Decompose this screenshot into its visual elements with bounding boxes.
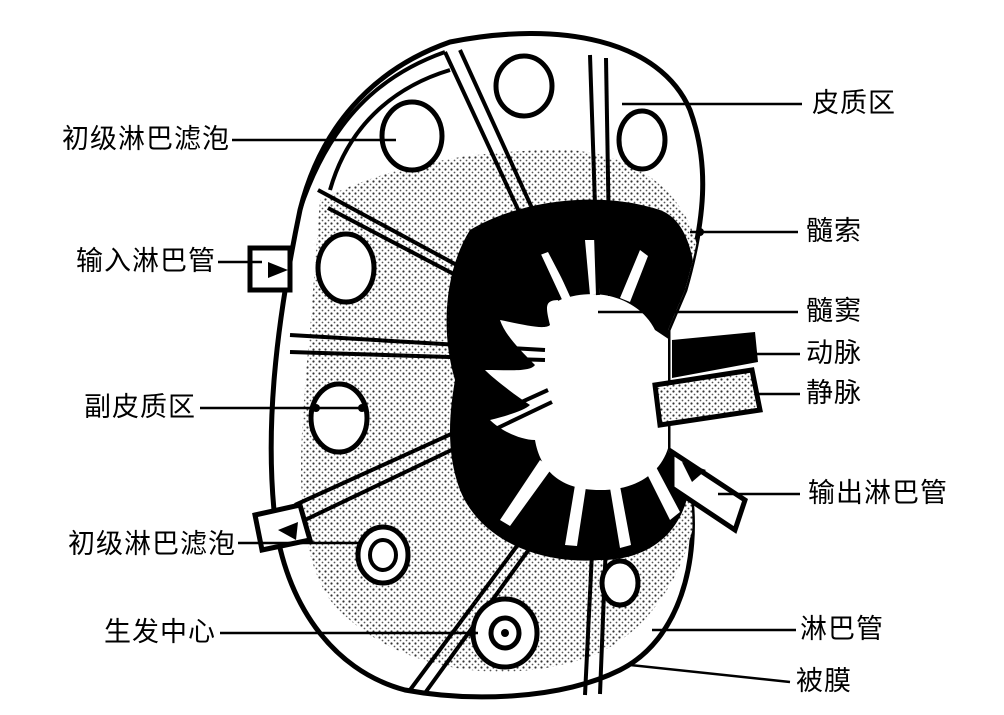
trabeculae bbox=[289, 49, 612, 696]
medullary-sinus-region bbox=[485, 294, 670, 490]
label-paracortex: 副皮质区 bbox=[84, 392, 196, 423]
leader-dots bbox=[312, 228, 704, 637]
label-germinal-center: 生发中心 bbox=[104, 617, 216, 648]
artery-shape bbox=[672, 332, 758, 378]
vein-shape bbox=[652, 367, 763, 428]
follicle-left-1 bbox=[315, 231, 377, 305]
follicle-bottom-1 bbox=[355, 524, 411, 586]
label-lymph-vessel: 淋巴管 bbox=[800, 614, 884, 645]
leader-lines bbox=[200, 102, 802, 684]
afferent-vessel-bottom bbox=[252, 502, 314, 553]
label-efferent-vessel: 输出淋巴管 bbox=[808, 478, 948, 509]
label-cortex: 皮质区 bbox=[812, 88, 896, 119]
label-primary-follicle-top: 初级淋巴滤泡 bbox=[62, 124, 230, 155]
follicle-bottom-2 bbox=[599, 558, 641, 608]
follicle-top-1 bbox=[379, 99, 445, 173]
follicle-top-2 bbox=[493, 53, 555, 119]
follicle-top-3 bbox=[616, 108, 668, 172]
label-medullary-cord: 髓索 bbox=[806, 216, 862, 247]
lymph-node bbox=[247, 31, 763, 700]
afferent-vessel-top bbox=[247, 245, 293, 293]
label-medullary-sinus: 髓窦 bbox=[806, 296, 862, 327]
follicle-left-2 bbox=[308, 381, 370, 455]
label-afferent-vessel: 输入淋巴管 bbox=[76, 246, 216, 277]
label-capsule: 被膜 bbox=[796, 666, 852, 697]
label-artery: 动脉 bbox=[806, 338, 862, 369]
label-primary-follicle-bottom: 初级淋巴滤泡 bbox=[68, 529, 236, 560]
label-vein: 静脉 bbox=[806, 378, 862, 409]
efferent-vessel bbox=[669, 447, 748, 534]
